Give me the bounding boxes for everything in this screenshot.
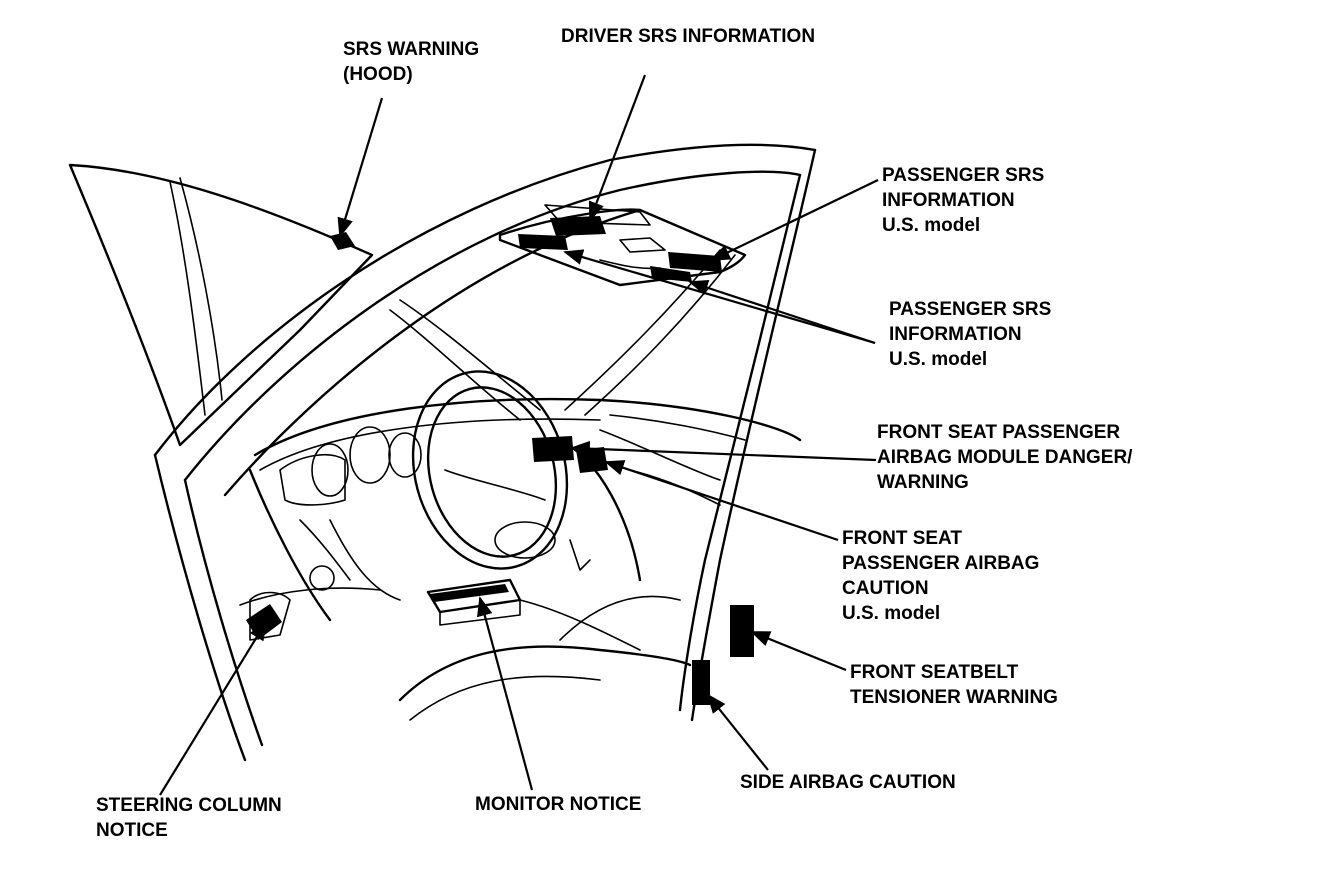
decal-driver-srs-info-2 bbox=[518, 234, 568, 250]
label-front-seat-passenger-caution: FRONT SEAT PASSENGER AIRBAG CAUTION U.S.… bbox=[842, 528, 1040, 624]
label-front-seat-passenger-danger: FRONT SEAT PASSENGER AIRBAG MODULE DANGE… bbox=[877, 422, 1133, 493]
leader-front-seat-passenger-caution bbox=[604, 460, 839, 542]
hood-outline bbox=[68, 163, 374, 447]
leader-passenger-srs-info-2a bbox=[563, 249, 876, 345]
decal-seatbelt-tensioner bbox=[730, 605, 754, 657]
decal-passenger-srs-info-2 bbox=[650, 266, 692, 282]
label-steering-column-notice: STEERING COLUMN NOTICE bbox=[96, 795, 282, 841]
label-side-airbag-caution: SIDE AIRBAG CAUTION bbox=[740, 772, 956, 793]
decal-side-airbag-caution bbox=[692, 660, 710, 705]
overhead-console bbox=[498, 208, 747, 287]
label-monitor-notice: MONITOR NOTICE bbox=[475, 794, 642, 815]
decal-driver-srs-info bbox=[550, 216, 606, 236]
decal-passenger-airbag-caution bbox=[576, 447, 608, 473]
label-srs-warning-hood: SRS WARNING (HOOD) bbox=[343, 39, 480, 85]
leader-front-seatbelt-tensioner bbox=[750, 630, 847, 672]
label-passenger-srs-info-1: PASSENGER SRS INFORMATION U.S. model bbox=[882, 165, 1045, 236]
leader-srs-warning-hood bbox=[337, 97, 384, 238]
decal-passenger-srs-info bbox=[668, 252, 722, 272]
leader-steering-column-notice bbox=[159, 620, 268, 796]
decal-passenger-airbag-danger bbox=[532, 436, 574, 462]
leader-driver-srs-info bbox=[588, 74, 647, 222]
label-passenger-srs-info-2: PASSENGER SRS INFORMATION U.S. model bbox=[889, 299, 1052, 370]
leader-passenger-srs-info-1 bbox=[710, 179, 879, 261]
leader-lines bbox=[159, 74, 879, 796]
leader-monitor-notice bbox=[477, 596, 534, 791]
label-driver-srs-info: DRIVER SRS INFORMATION bbox=[561, 26, 816, 47]
leader-front-seat-passenger-danger bbox=[570, 440, 877, 462]
decal-hood-srs-warning bbox=[330, 232, 355, 250]
leader-passenger-srs-info-2b bbox=[688, 280, 876, 345]
decal-steering-column-notice bbox=[246, 604, 282, 640]
vehicle-interior-drawing bbox=[68, 143, 817, 762]
srs-decals bbox=[246, 216, 754, 705]
label-front-seatbelt-tensioner: FRONT SEATBELT TENSIONER WARNING bbox=[850, 662, 1058, 708]
decal-monitor-notice bbox=[430, 584, 509, 602]
leader-side-airbag-caution bbox=[706, 693, 769, 771]
